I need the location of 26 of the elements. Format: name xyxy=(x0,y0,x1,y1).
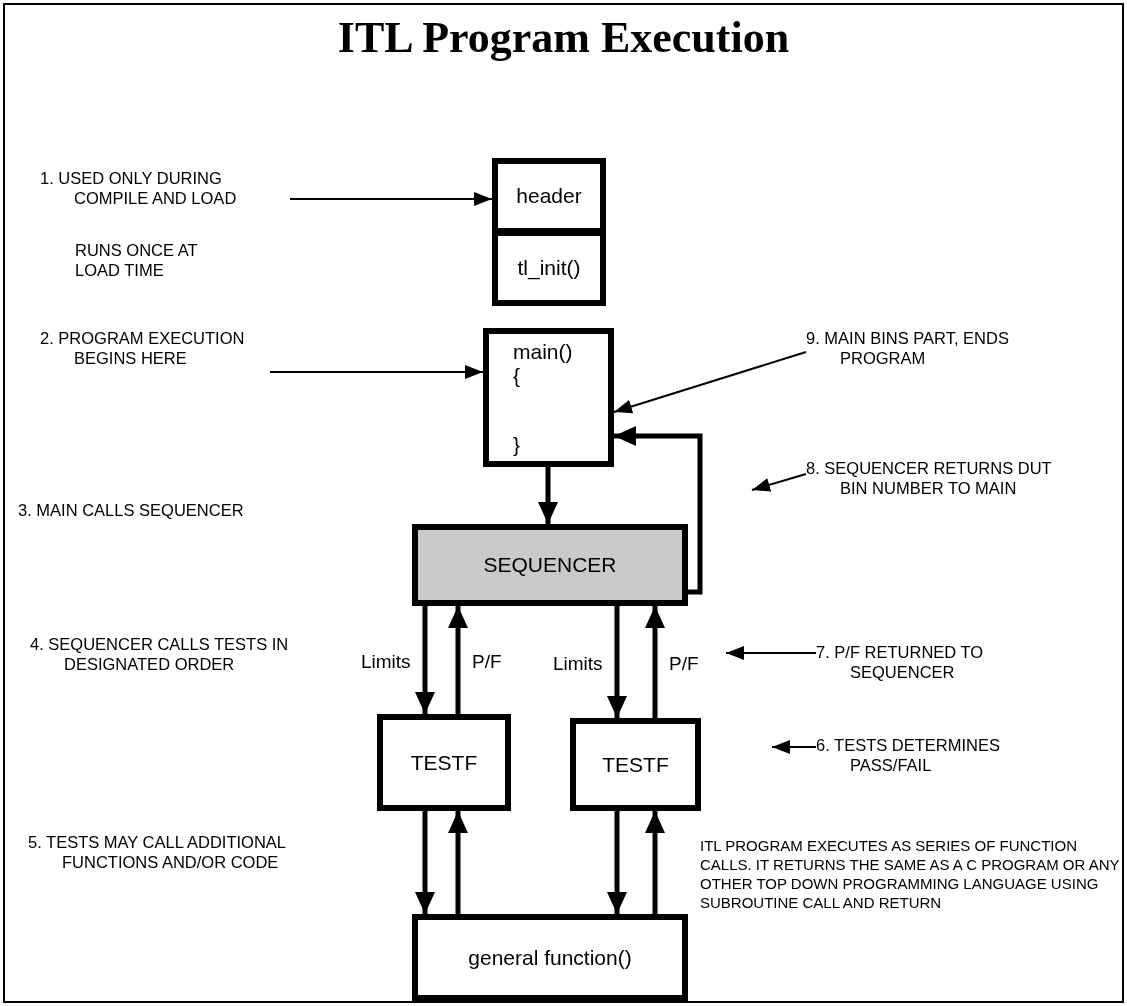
process-box xyxy=(412,914,688,1001)
note-text: 3. MAIN CALLS SEQUENCER xyxy=(18,500,245,520)
box-label: tl_init() xyxy=(517,256,581,280)
process-box xyxy=(570,718,701,811)
code-box xyxy=(483,328,614,467)
process-box xyxy=(412,524,688,606)
code-text: main() xyxy=(513,340,573,364)
annotation-text: 8. SEQUENCER RETURNS DUT BIN NUMBER TO MAIN xyxy=(806,458,1071,498)
annotation-text: 9. MAIN BINS PART, ENDS PROGRAM xyxy=(806,328,1041,368)
annotation-text: 2. PROGRAM EXECUTION BEGINS HERE xyxy=(40,328,270,368)
box-label: general function() xyxy=(468,945,632,970)
box-label: TESTF xyxy=(602,752,669,777)
note-text: RUNS ONCE AT LOAD TIME xyxy=(75,240,199,280)
annotation-text: 6. TESTS DETERMINES PASS/FAIL xyxy=(816,735,1056,775)
box-label: TESTF xyxy=(410,750,478,775)
box-label: header xyxy=(516,184,582,208)
annotation-text: 7. P/F RETURNED TO SEQUENCER xyxy=(816,642,1051,682)
box-label: SEQUENCER xyxy=(483,553,617,577)
note-text: 5. TESTS MAY CALL ADDITIONAL FUNCTIONS AND/OR CODE xyxy=(28,832,287,872)
annotation-text: 1. USED ONLY DURING COMPILE AND LOAD xyxy=(40,168,290,208)
note-text: 4. SEQUENCER CALLS TESTS IN DESIGNATED ORDER xyxy=(30,634,290,674)
note-text: ITL PROGRAM EXECUTES AS SERIES OF FUNCTION CALLS. IT RETURNS THE SAME AS A C PROGRAM OR ANY OTHER TOP DOWN PROGRAMMING LANGUAGE USING SUBROUTINE CALL AND RETURN xyxy=(700,836,1120,912)
code-text: { xyxy=(513,364,520,388)
title: ITL Program Execution xyxy=(336,12,791,63)
code-text: } xyxy=(513,433,520,457)
process-box xyxy=(377,714,511,811)
